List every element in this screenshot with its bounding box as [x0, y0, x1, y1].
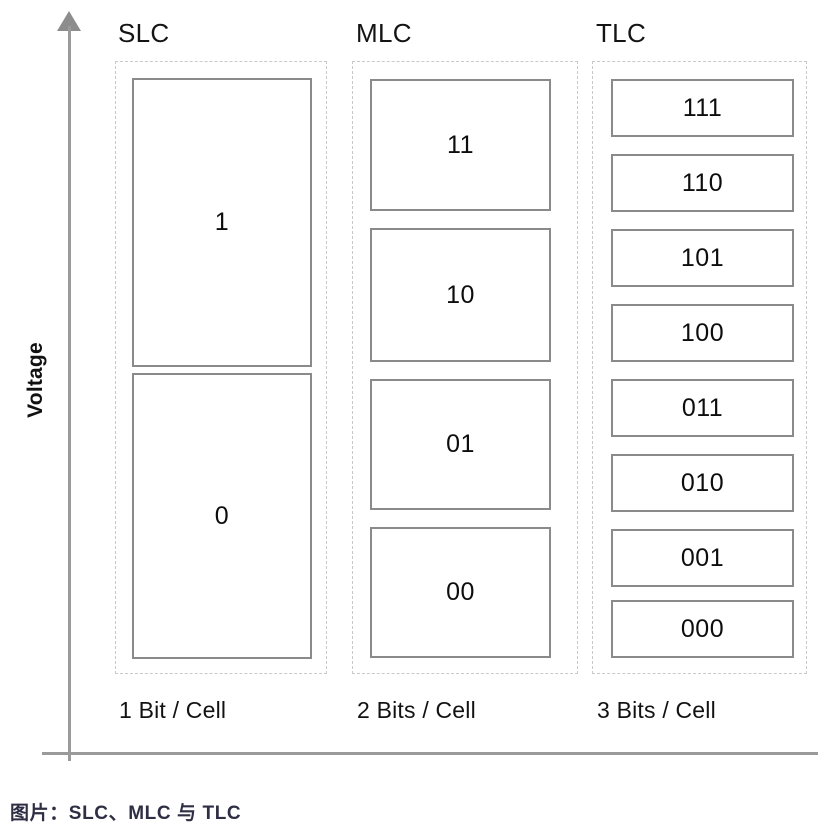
level-cell-tlc-010: 010	[611, 454, 794, 512]
level-cell-mlc-01: 01	[370, 379, 551, 510]
level-cell-slc-1: 1	[132, 78, 312, 367]
level-cell-tlc-100: 100	[611, 304, 794, 362]
level-cell-mlc-00: 00	[370, 527, 551, 658]
level-cell-mlc-10: 10	[370, 228, 551, 362]
column-title-tlc: TLC	[596, 18, 647, 48]
level-cell-tlc-110: 110	[611, 154, 794, 212]
cell-group-mlc: 11 10 01 00	[352, 61, 578, 674]
cell-group-tlc: 111 110 101 100 011 010 001 000	[592, 61, 807, 674]
cell-group-slc: 1 0	[115, 61, 327, 674]
level-cell-tlc-101: 101	[611, 229, 794, 287]
column-footer-mlc: 2 Bits / Cell	[357, 697, 476, 723]
column-title-slc: SLC	[118, 18, 170, 48]
column-footer-slc: 1 Bit / Cell	[119, 697, 227, 723]
level-cell-tlc-000: 000	[611, 600, 794, 658]
level-cell-tlc-001: 001	[611, 529, 794, 587]
voltage-axis-line	[68, 26, 71, 761]
baseline-axis-line	[42, 752, 818, 755]
voltage-axis-arrow-icon	[57, 11, 81, 31]
level-cell-tlc-111: 111	[611, 79, 794, 137]
level-cell-tlc-011: 011	[611, 379, 794, 437]
voltage-axis-label: Voltage	[24, 342, 47, 418]
column-footer-tlc: 3 Bits / Cell	[597, 697, 716, 723]
level-cell-slc-0: 0	[132, 373, 312, 659]
figure-caption: 图片：SLC、MLC 与 TLC	[10, 803, 242, 824]
level-cell-mlc-11: 11	[370, 79, 551, 211]
column-title-mlc: MLC	[356, 18, 412, 48]
